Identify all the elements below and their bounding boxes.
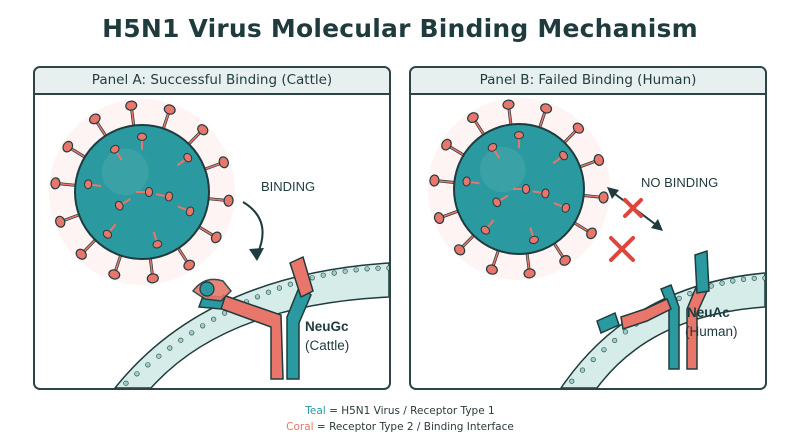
receptor-host: (Cattle) <box>305 338 349 353</box>
spike-protein <box>223 194 234 207</box>
spike-protein <box>521 184 531 194</box>
spike-protein <box>218 156 229 169</box>
spike-protein <box>559 254 571 266</box>
legend-teal: Teal = H5N1 Virus / Receptor Type 1 <box>0 405 800 417</box>
spike-protein <box>453 244 466 256</box>
no-binding-label: NO BINDING <box>641 175 718 190</box>
spike-protein <box>102 229 113 239</box>
panel-a: Panel A: Successful Binding (Cattle) BIN… <box>33 66 391 390</box>
legend-teal-text: = H5N1 Virus / Receptor Type 1 <box>325 405 495 417</box>
spike-protein <box>183 152 193 163</box>
legend-teal-word: Teal <box>305 405 326 417</box>
spike-protein <box>433 212 445 225</box>
panel-a-illustration: BINDING NeuGc (Cattle) <box>49 99 389 388</box>
binding-arrow <box>242 201 264 256</box>
spike-protein <box>593 153 605 166</box>
binding-interface <box>191 278 233 302</box>
legend-coral-word: Coral <box>286 421 314 433</box>
spike-protein <box>55 215 66 228</box>
spike-protein <box>108 269 121 280</box>
spike-protein <box>110 144 120 154</box>
spike-protein <box>572 122 585 134</box>
spike-protein <box>197 124 209 136</box>
receptor-host: (Human) <box>685 324 738 339</box>
spike-protein <box>559 150 569 161</box>
spike-protein <box>462 176 471 187</box>
spike-protein <box>485 264 498 275</box>
legend-coral: Coral = Receptor Type 2 / Binding Interf… <box>0 421 800 433</box>
spike-protein <box>146 273 159 284</box>
spike-protein <box>502 99 515 110</box>
spike-protein <box>183 259 196 271</box>
panel-b-header: Panel B: Failed Binding (Human) <box>411 68 765 95</box>
spike-protein <box>523 268 536 279</box>
h5n1-virus <box>428 98 610 280</box>
spike-protein <box>185 206 195 217</box>
spike-protein <box>540 103 553 114</box>
spike-protein <box>137 132 147 141</box>
spike-protein <box>429 174 440 187</box>
binding-arrow-head <box>249 248 264 261</box>
spike-protein <box>114 200 124 211</box>
fail-x-icon <box>609 236 635 262</box>
spike-protein <box>492 197 502 208</box>
spike-protein <box>152 240 163 249</box>
spike-protein <box>467 112 479 124</box>
fail-x-icon <box>623 198 643 218</box>
panel-b-illustration: NO BINDING NeuAc (Human) <box>428 98 765 388</box>
spike-protein <box>144 187 154 197</box>
spike-protein <box>125 100 138 111</box>
spike-protein <box>529 235 539 245</box>
spike-protein <box>88 113 101 125</box>
spike-protein <box>541 188 550 199</box>
legend-coral-text: = Receptor Type 2 / Binding Interface <box>313 421 514 433</box>
h5n1-virus <box>49 99 235 285</box>
cell-membrane <box>114 262 389 388</box>
spike-protein <box>210 231 222 244</box>
spike-protein <box>441 138 452 151</box>
spike-protein <box>163 104 176 115</box>
spike-protein <box>164 191 174 202</box>
diagram-title: H5N1 Virus Molecular Binding Mechanism <box>102 14 698 43</box>
binding-label: BINDING <box>261 179 315 194</box>
spike-protein <box>50 177 61 190</box>
spike-protein <box>561 202 571 213</box>
spike-protein <box>487 142 498 152</box>
spike-protein <box>75 248 87 260</box>
receptor-name: NeuAc <box>687 305 730 320</box>
spike-protein <box>586 227 597 240</box>
panel-b: Panel B: Failed Binding (Human) NO BINDI… <box>409 66 767 390</box>
receptor-name: NeuGc <box>305 319 349 334</box>
panel-a-header: Panel A: Successful Binding (Cattle) <box>35 68 389 95</box>
neuac-receptor <box>596 249 710 370</box>
spike-protein <box>514 131 524 140</box>
spike-protein <box>84 179 93 190</box>
spike-protein <box>62 140 74 153</box>
spike-protein <box>480 225 490 235</box>
spike-protein <box>598 191 609 204</box>
